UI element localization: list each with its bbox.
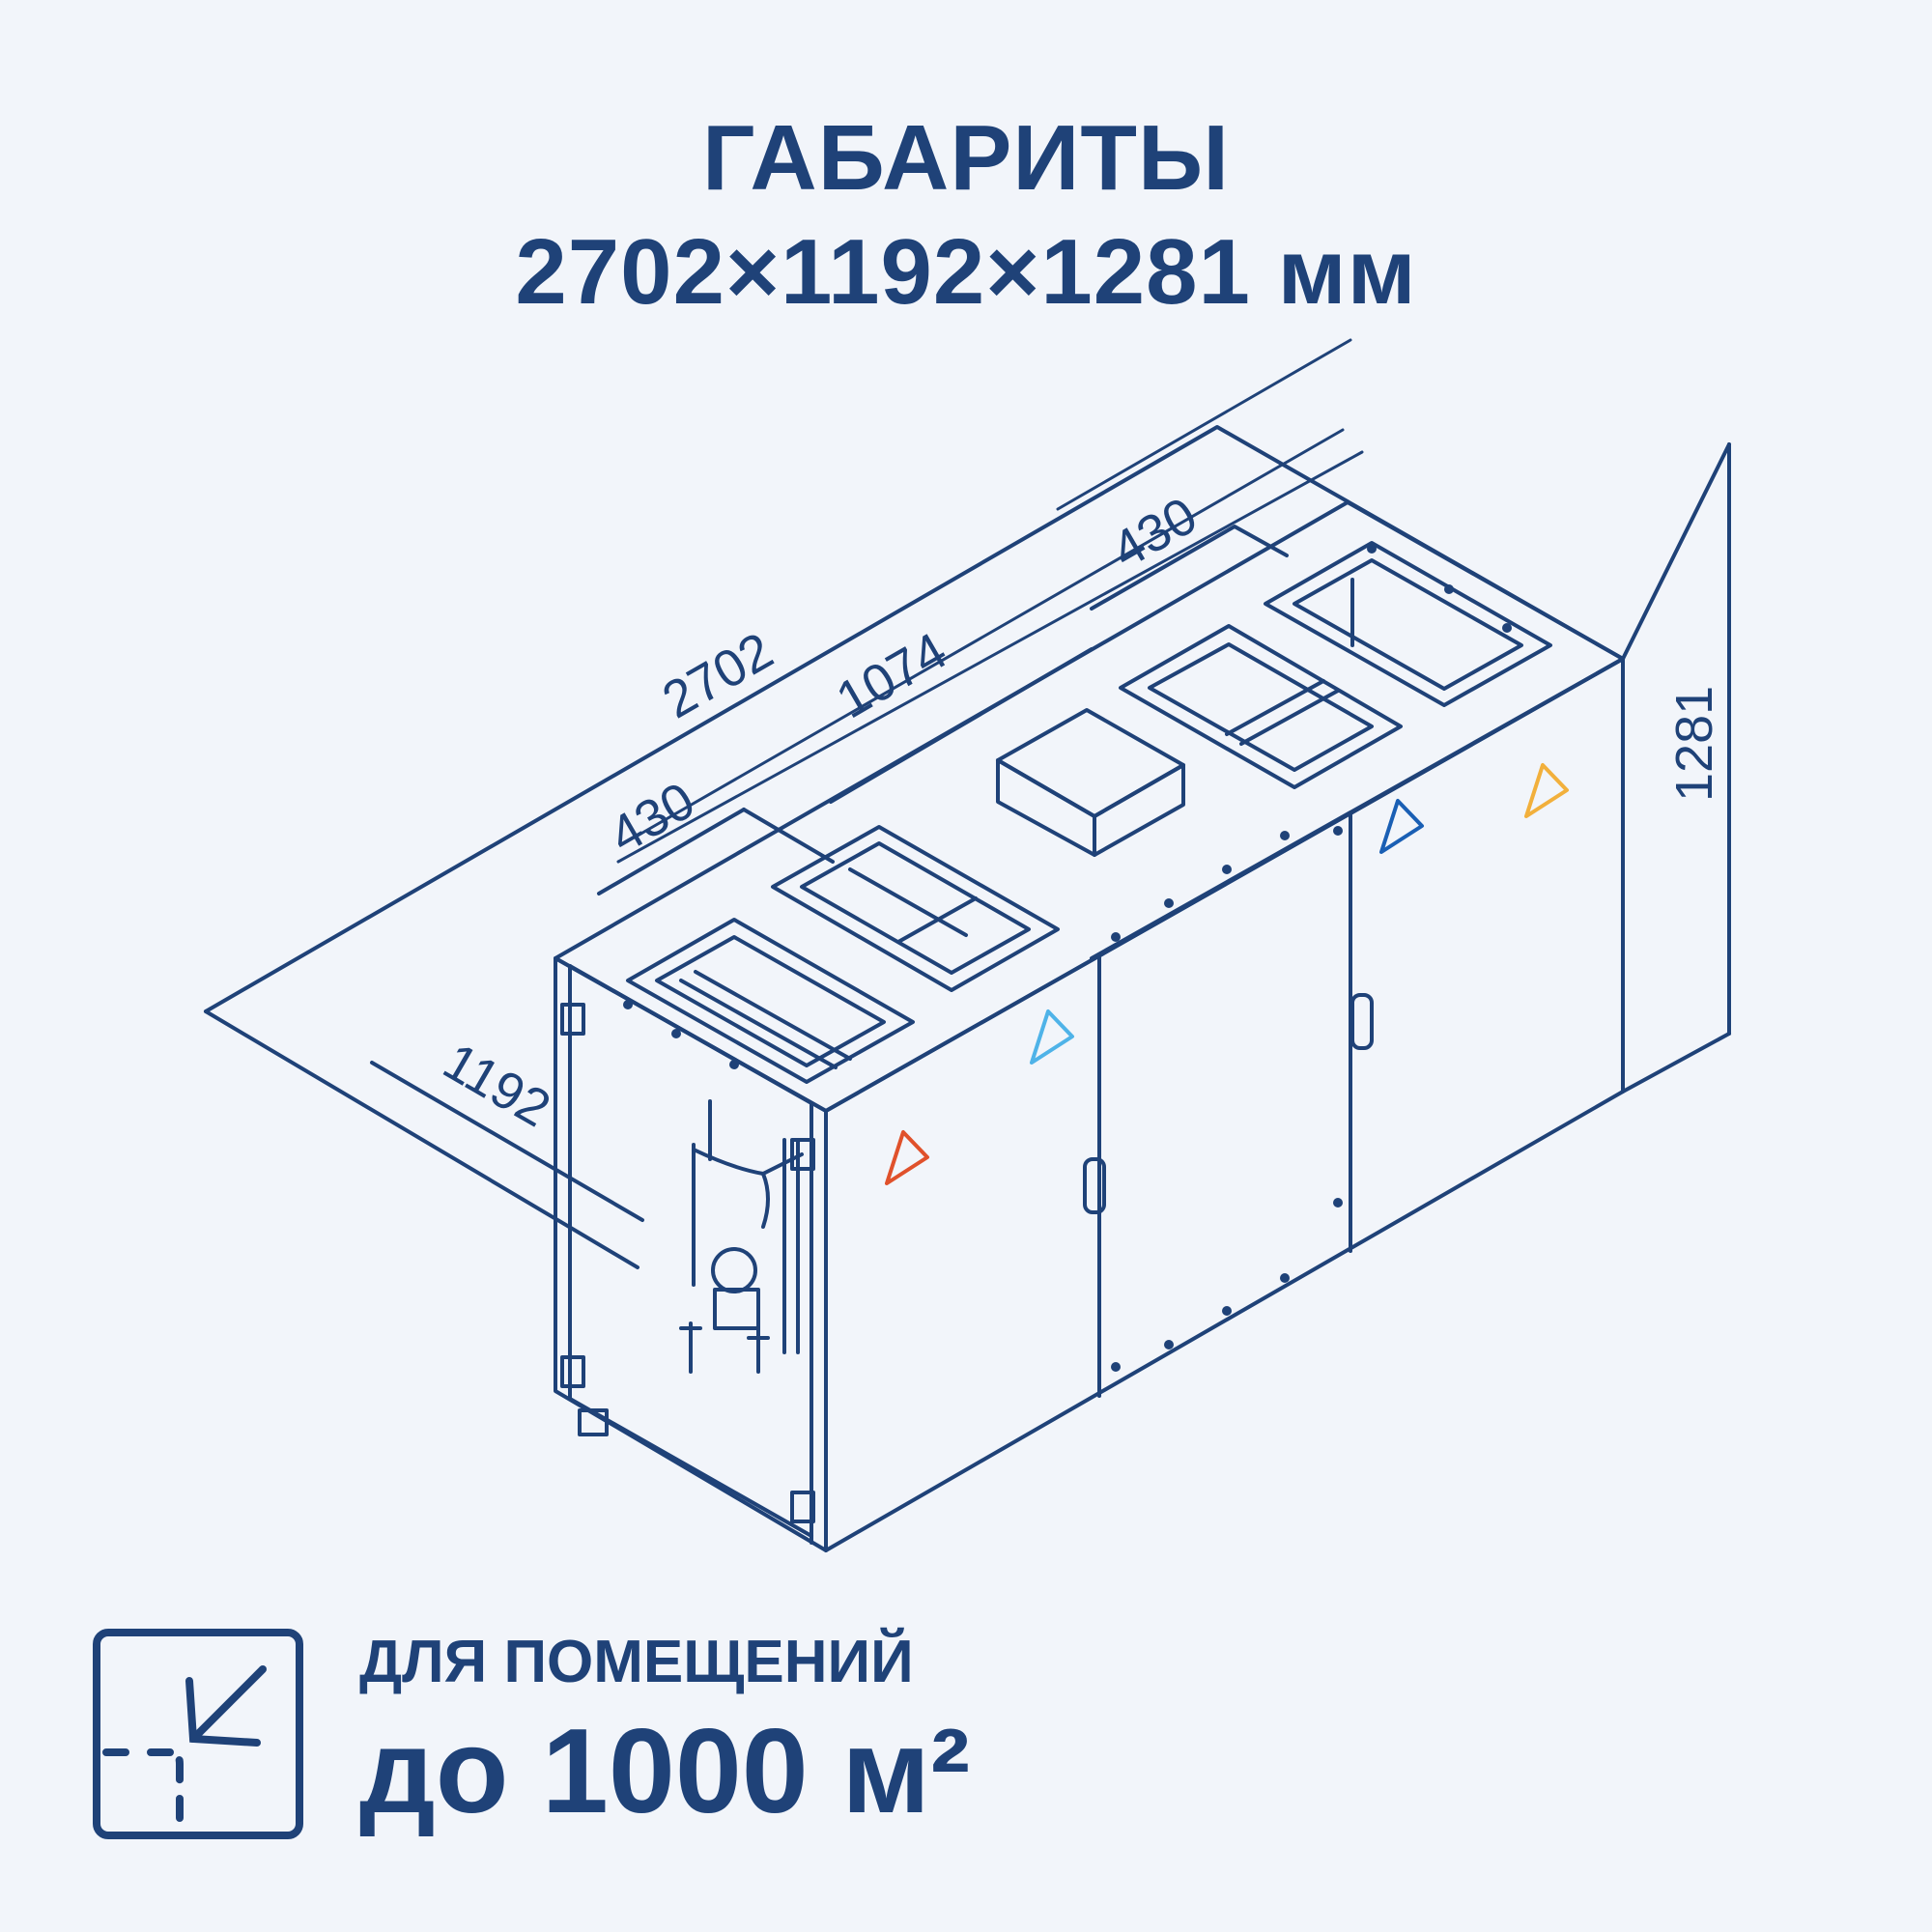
duct-outlet-1: [626, 918, 915, 1084]
heater-box: [996, 708, 1185, 857]
piping-assembly: [679, 1099, 804, 1374]
footer-area-value: до 1000 м²: [359, 1705, 971, 1838]
width-dimension-label: 1192: [434, 1032, 560, 1138]
footer-text: ДЛЯ ПОМЕЩЕНИЙ до 1000 м²: [359, 1629, 970, 1839]
duct-outlet-4: [1264, 541, 1552, 707]
duct-outlet-3: [1119, 624, 1403, 789]
spacing-dimension-label-430-right: 430: [1102, 486, 1207, 580]
height-dimension-label: 1281: [1665, 686, 1723, 802]
airflow-arrow-icon: [1030, 1009, 1074, 1065]
page-title: ГАБАРИТЫ: [701, 106, 1231, 210]
airflow-arrow-icon: [885, 1130, 929, 1185]
airflow-arrow-icon: [1524, 763, 1569, 818]
spacing-dimension-label-430-left: 430: [600, 771, 704, 865]
duct-outlet-2: [771, 825, 1060, 992]
title-block: ГАБАРИТЫ 2702×1192×1281 мм: [0, 101, 1932, 329]
door-latches: [560, 993, 1374, 1523]
bolt-dots: [623, 544, 1512, 1372]
page-subtitle-dimensions: 2702×1192×1281 мм: [515, 220, 1417, 324]
footer-caption: ДЛЯ ПОМЕЩЕНИЙ: [359, 1629, 914, 1695]
spacing-dimension-label-1074: 1074: [827, 621, 956, 729]
area-icon: [93, 1629, 303, 1839]
airflow-arrow-icon: [1379, 799, 1424, 854]
dimension-lines: [204, 338, 1731, 1269]
